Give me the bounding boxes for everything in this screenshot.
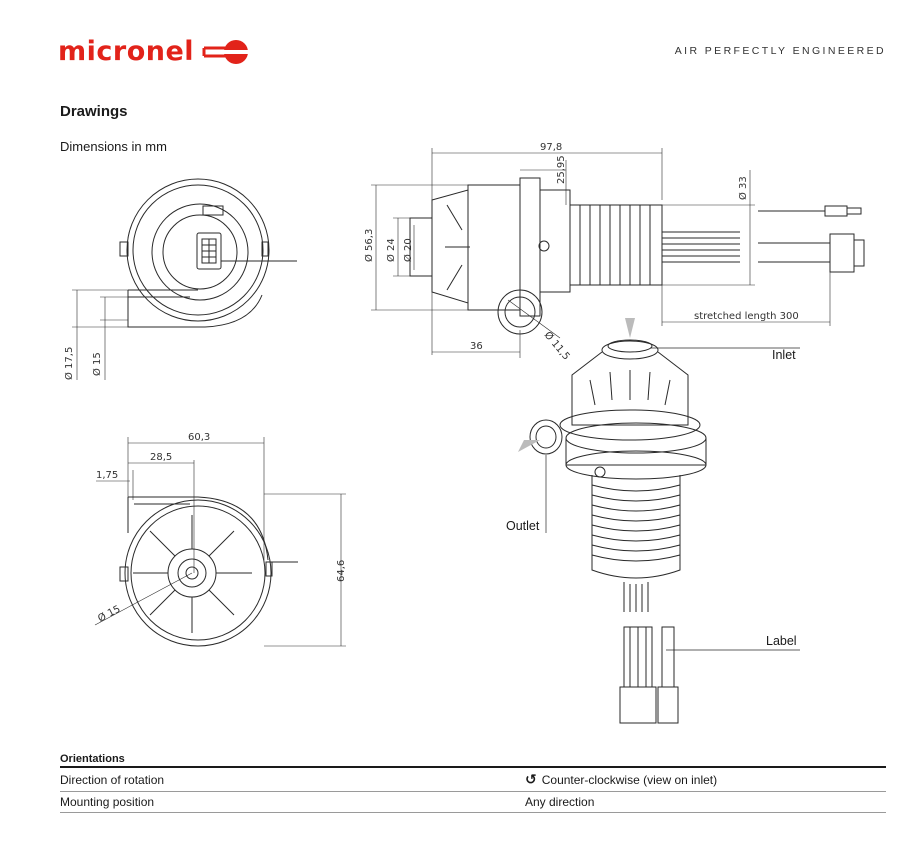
outlet-flow-arrow-icon [518,440,540,452]
dim-stretched: stretched length 300 [694,311,799,322]
row-value: Any direction [525,791,886,813]
front-view [72,178,297,380]
outlet-label: Outlet [506,519,540,533]
dim-body: Ø 56,3 [363,229,375,262]
inlet-flow-arrow-icon [625,318,635,338]
dim-inlet-inner: Ø 20 [402,238,414,262]
dim-inlet-outer: Ø 24 [385,238,397,262]
section-title: Drawings [60,103,128,120]
table-row: Direction of rotation ↺ Counter-clockwise… [60,767,886,792]
row-label: Mounting position [60,791,525,813]
dim-offset: 1,75 [96,470,118,481]
top-view [371,148,865,358]
logo-fan-icon [202,39,249,64]
side-view [94,437,346,647]
row-value: ↺ Counter-clockwise (view on inlet) [525,767,886,792]
dim-outlet: Ø 11,5 [542,329,573,362]
dim-height: 64,6 [336,560,347,582]
dimensions-note: Dimensions in mm [60,139,167,154]
orientations-table: Direction of rotation ↺ Counter-clockwise… [60,766,886,813]
table-row: Mounting position Any direction [60,791,886,813]
iso-view [529,339,800,724]
dim-outlet-outer: Ø 17,5 [63,347,75,380]
label-callout: Label [766,634,797,648]
rotation-value: Counter-clockwise (view on inlet) [541,773,718,787]
tagline: AIR PERFECTLY ENGINEERED [674,45,886,57]
dim-cable: Ø 33 [737,176,749,200]
logo-text: micronel [58,36,195,67]
dim-length: 97,8 [540,142,562,153]
brand-logo: micronel [58,36,250,67]
row-label: Direction of rotation [60,767,525,792]
orientations-title: Orientations [60,753,125,765]
dim-hub: Ø 15 [96,603,123,625]
dim-width: 60,3 [188,432,210,443]
inlet-label: Inlet [772,348,796,362]
dim-outlet-inner: Ø 15 [91,352,103,376]
dim-center: 28,5 [150,452,172,463]
counter-clockwise-arrow-icon: ↺ [525,771,537,787]
dim-outlet-pos: 36 [470,341,483,352]
dim-flange: 25,95 [556,155,567,184]
